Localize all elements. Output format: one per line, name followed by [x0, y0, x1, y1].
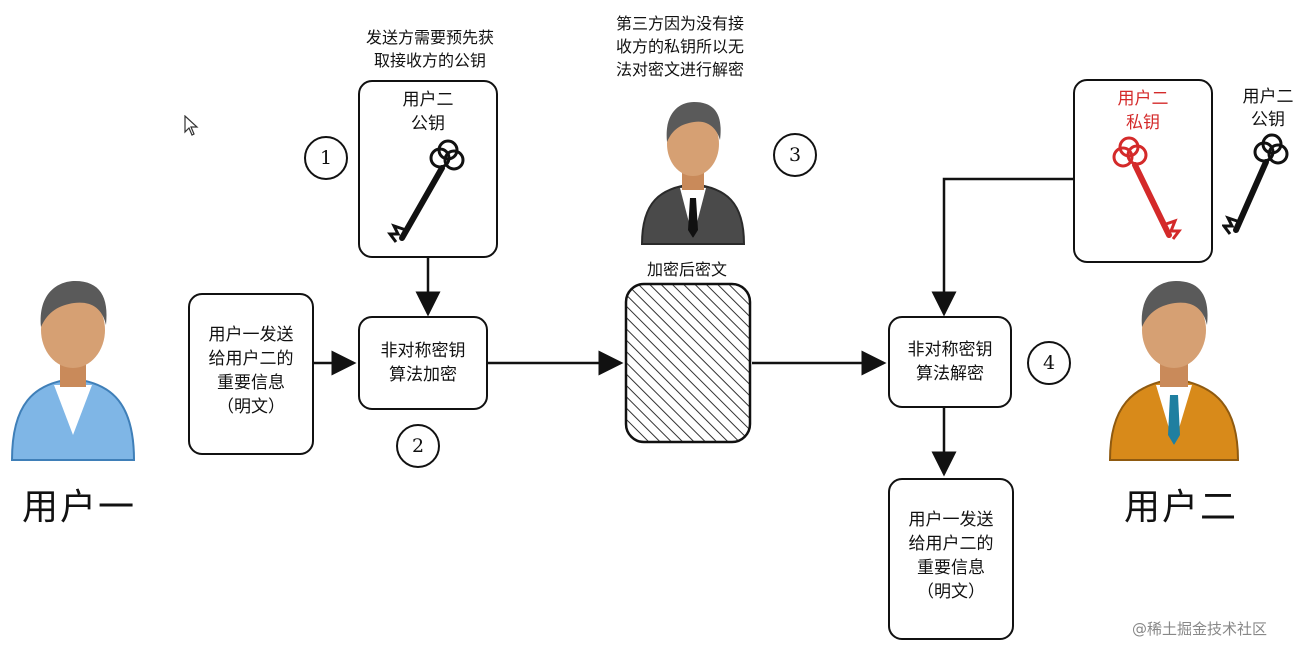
- private-key-icon: [1112, 136, 1182, 240]
- decrypted-message-box: 用户一发送 给用户二的 重要信息 （明文）: [888, 478, 1014, 640]
- third-party-avatar: [640, 102, 746, 245]
- step-1-badge: 1: [304, 136, 348, 180]
- key-icon: [387, 139, 465, 243]
- decrypted-message-text: 用户一发送 给用户二的 重要信息 （明文）: [908, 510, 994, 602]
- ciphertext-block: [624, 282, 752, 444]
- step-2-badge: 2: [396, 424, 440, 468]
- plaintext-message-text: 用户一发送 给用户二的 重要信息 （明文）: [208, 325, 294, 417]
- third-party-note: 第三方因为没有接 收方的私钥所以无 法对密文进行解密: [615, 14, 744, 79]
- public-key-box: 用户二 公钥: [358, 80, 498, 258]
- side-public-key-icon: [1222, 133, 1289, 235]
- mouse-cursor-icon: [184, 115, 199, 136]
- ciphertext-label: 加密后密文: [646, 260, 727, 279]
- private-key-box: 用户二 私钥: [1073, 79, 1213, 263]
- side-public-key-label: 用户二 公钥: [1242, 87, 1294, 130]
- user-one-name: 用户一: [22, 487, 137, 528]
- public-key-label: 用户二 公钥: [402, 90, 454, 134]
- step-4-badge: 4: [1027, 341, 1071, 385]
- sender-note: 发送方需要预先获 取接收方的公钥: [365, 28, 494, 70]
- encrypt-label: 非对称密钥 算法加密: [380, 341, 466, 385]
- user-two-avatar: [1108, 281, 1240, 461]
- decrypt-box: 非对称密钥 算法解密: [888, 316, 1012, 408]
- encrypt-box: 非对称密钥 算法加密: [358, 316, 488, 410]
- arrow-privatekey-to-decrypt: [931, 177, 1073, 317]
- user-one-avatar: [10, 281, 136, 461]
- plaintext-message-box: 用户一发送 给用户二的 重要信息 （明文）: [188, 293, 314, 455]
- decrypt-label: 非对称密钥 算法解密: [907, 340, 993, 384]
- user-two-name: 用户二: [1124, 487, 1239, 528]
- private-key-label: 用户二 私钥: [1117, 89, 1169, 133]
- watermark-text: @稀土掘金技术社区: [1132, 620, 1268, 638]
- step-3-badge: 3: [773, 133, 817, 177]
